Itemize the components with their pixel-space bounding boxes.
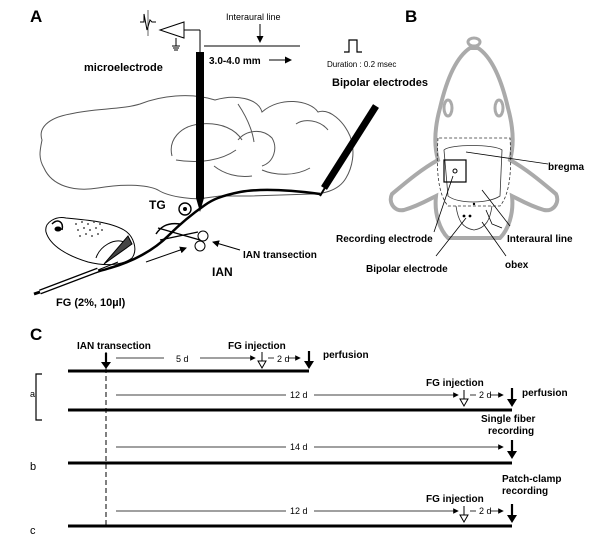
fg-injection-c: FG injection bbox=[426, 494, 484, 505]
timeline-row-a2 bbox=[68, 388, 517, 412]
timeline-row-a1 bbox=[68, 351, 314, 373]
timeline-row-b bbox=[68, 440, 517, 465]
interval-12d-c: 12 d bbox=[290, 506, 308, 516]
bipolar-electrode-pointer bbox=[435, 217, 467, 257]
interval-5d: 5 d bbox=[176, 354, 189, 364]
perfusion-a2: perfusion bbox=[522, 388, 568, 399]
interval-2d-a2: 2 d bbox=[479, 390, 492, 400]
interval-2d-a1: 2 d bbox=[277, 354, 290, 364]
row-label-a: a bbox=[30, 389, 35, 399]
ian-transection-label-c: IAN transection bbox=[77, 341, 151, 352]
depth-label: 3.0-4.0 mm bbox=[209, 56, 261, 67]
interval-12d-a2: 12 d bbox=[290, 390, 308, 400]
timeline-row-c bbox=[68, 504, 517, 528]
interaural-line-label-b: Interaural line bbox=[507, 234, 573, 245]
single-fiber-line2: recording bbox=[488, 426, 534, 437]
patch-clamp-line1: Patch-clamp bbox=[502, 474, 561, 485]
ian-arrow bbox=[145, 246, 187, 263]
ian-transection-label: IAN transection bbox=[243, 250, 317, 261]
transection-arrow bbox=[212, 240, 241, 251]
scissors-icon bbox=[157, 227, 209, 252]
recording-electrode-label: Recording electrode bbox=[336, 234, 433, 245]
syringe-icon bbox=[33, 261, 119, 296]
microelectrode bbox=[140, 10, 204, 212]
bregma-pointer bbox=[465, 151, 549, 165]
patch-clamp-line2: recording bbox=[502, 486, 548, 497]
nerve-path bbox=[85, 188, 321, 278]
panel-a-label: A bbox=[30, 7, 42, 26]
rat-brain-sagittal bbox=[39, 95, 354, 200]
panel-b-label: B bbox=[405, 7, 417, 26]
fg-injection-a1: FG injection bbox=[228, 341, 286, 352]
perfusion-a1: perfusion bbox=[323, 350, 369, 361]
duration-label: Duration : 0.2 msec bbox=[327, 60, 396, 69]
interaural-line-label: Interaural line bbox=[226, 12, 281, 22]
group-a-bracket bbox=[35, 373, 42, 421]
fg-injection-a2: FG injection bbox=[426, 378, 484, 389]
bipolar-electrodes-label: Bipolar electrodes bbox=[332, 77, 428, 89]
bipolar-electrode bbox=[319, 104, 379, 197]
interval-2d-c: 2 d bbox=[479, 506, 492, 516]
rat-face bbox=[45, 217, 136, 266]
interaural-line-pointer-b bbox=[481, 189, 511, 227]
bregma-label: bregma bbox=[548, 162, 585, 173]
whisker-dots bbox=[75, 221, 103, 237]
recording-electrode-pointer bbox=[433, 175, 454, 233]
row-label-c: c bbox=[30, 525, 36, 537]
interval-14d: 14 d bbox=[290, 442, 308, 452]
row-label-b: b bbox=[30, 461, 36, 473]
nerve-branch bbox=[155, 222, 181, 235]
rat-skull-dorsal bbox=[388, 36, 560, 240]
tg-label: TG bbox=[149, 198, 166, 212]
single-fiber-line1: Single fiber bbox=[481, 414, 536, 425]
fg-label: FG (2%, 10µl) bbox=[56, 297, 126, 309]
obex-label: obex bbox=[505, 260, 529, 271]
ian-label: IAN bbox=[212, 265, 233, 279]
trigeminal-ganglion bbox=[178, 202, 192, 216]
obex-pointer bbox=[481, 221, 507, 257]
panel-c-label: C bbox=[30, 325, 42, 344]
pulse-icon bbox=[344, 39, 362, 53]
microelectrode-label: microelectrode bbox=[84, 62, 163, 74]
bipolar-electrode-label: Bipolar electrode bbox=[366, 264, 448, 275]
